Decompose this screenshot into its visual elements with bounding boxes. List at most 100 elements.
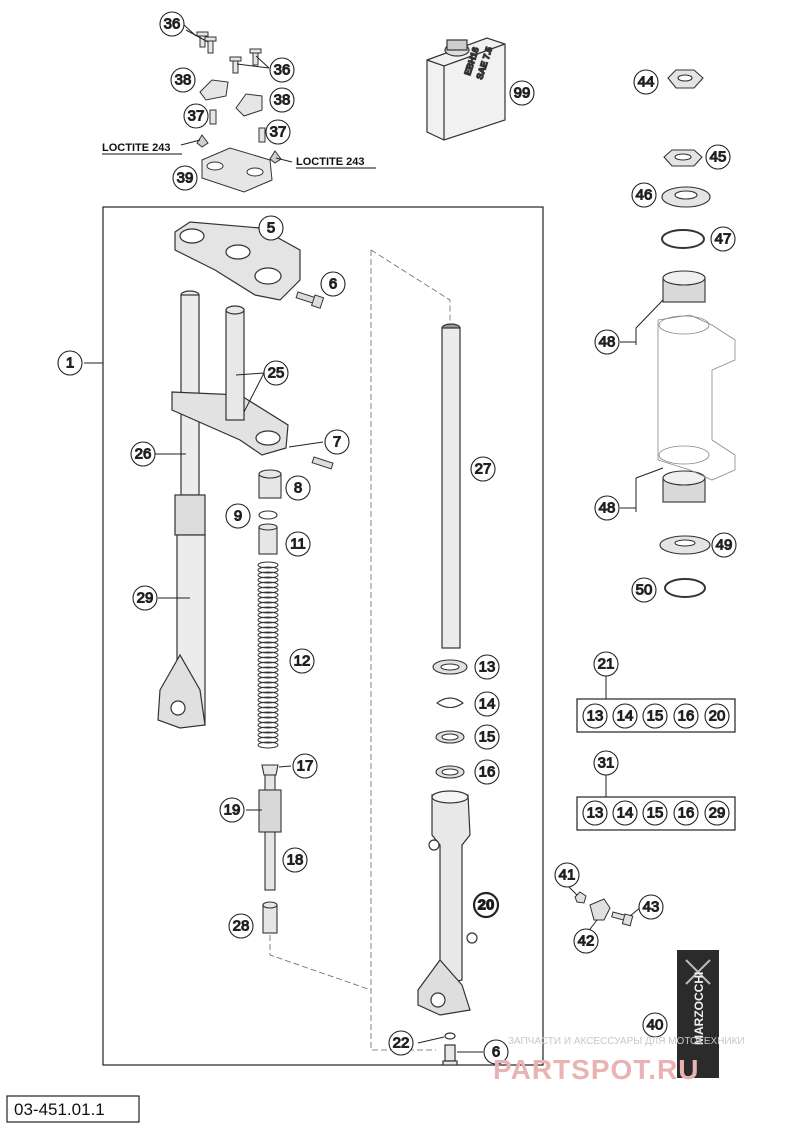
svg-text:31: 31: [598, 755, 615, 772]
svg-text:18: 18: [287, 852, 304, 869]
callout-44: 44: [633, 69, 659, 95]
steering-stem: [225, 305, 245, 421]
callout-50: 50: [631, 577, 657, 603]
cartridge-parts: [258, 469, 282, 555]
seal-stack: [432, 659, 468, 779]
svg-text:29: 29: [709, 805, 726, 822]
upper-triple-clamp: [174, 221, 301, 301]
svg-text:26: 26: [135, 446, 152, 463]
callouts: 1 5 6 6 7 8 9 11 12 13 14 15 16 17 18 19…: [57, 11, 737, 1065]
callout-48-a: 48: [594, 329, 620, 355]
callout-46: 46: [631, 182, 657, 208]
kit-21-item-2: 14: [612, 703, 638, 729]
bolt-6-top: [295, 291, 325, 309]
svg-text:1: 1: [66, 355, 74, 372]
svg-text:16: 16: [678, 805, 695, 822]
watermark-top: ЗАПЧАСТИ И АКСЕССУАРЫ ДЛЯ МОТОТЕХНИКИ: [508, 1036, 745, 1047]
callout-14: 14: [474, 691, 500, 717]
callout-45: 45: [705, 144, 731, 170]
svg-text:6: 6: [492, 1044, 500, 1061]
callout-17: 17: [292, 753, 318, 779]
svg-text:41: 41: [559, 867, 576, 884]
callout-38-b: 38: [269, 87, 295, 113]
callout-42: 42: [573, 928, 599, 954]
svg-text:9: 9: [234, 508, 242, 525]
svg-text:17: 17: [297, 758, 314, 775]
callout-38-a: 38: [170, 67, 196, 93]
kit-31-item-1: 13: [582, 800, 608, 826]
svg-text:27: 27: [475, 461, 492, 478]
callout-99: 99: [509, 80, 535, 106]
svg-text:20: 20: [709, 708, 726, 725]
svg-text:16: 16: [678, 708, 695, 725]
svg-text:44: 44: [638, 74, 655, 91]
oil-can: EBH16 SAE 7.5: [426, 37, 506, 141]
svg-text:8: 8: [294, 480, 302, 497]
svg-text:15: 15: [647, 805, 664, 822]
svg-text:25: 25: [268, 365, 285, 382]
callout-36-b: 36: [269, 57, 295, 83]
kit-31-item-5: 29: [704, 800, 730, 826]
svg-text:13: 13: [479, 659, 496, 676]
svg-text:14: 14: [617, 805, 634, 822]
leader-lines: [155, 372, 483, 1053]
svg-text:14: 14: [617, 708, 634, 725]
svg-text:28: 28: [233, 918, 250, 935]
head-tube-outline: [657, 314, 736, 481]
callout-40: 40: [642, 1012, 668, 1038]
clamp-39: [201, 147, 273, 193]
marzocchi-logo: MARZOCCHI: [677, 950, 719, 1078]
kit-31-item-3: 15: [642, 800, 668, 826]
callout-48-b: 48: [594, 495, 620, 521]
steering-bearing-parts: [659, 69, 711, 598]
kit-31-box: [576, 796, 736, 831]
svg-text:47: 47: [715, 231, 732, 248]
watermark-big: PARTSPOT.RU: [493, 1054, 700, 1085]
svg-text:36: 36: [274, 62, 291, 79]
svg-text:22: 22: [393, 1035, 410, 1052]
kit-21-item-5: 20: [704, 703, 730, 729]
kit-21-item-4: 16: [673, 703, 699, 729]
svg-text:48: 48: [599, 500, 616, 517]
svg-text:20: 20: [478, 897, 495, 914]
clip-parts: [574, 891, 634, 927]
svg-text:7: 7: [333, 434, 341, 451]
kit-21-item-3: 15: [642, 703, 668, 729]
callout-8: 8: [285, 475, 311, 501]
callout-41: 41: [554, 862, 580, 888]
screw-36-d: [249, 48, 262, 66]
svg-text:19: 19: [224, 802, 241, 819]
svg-text:39: 39: [177, 170, 194, 187]
damper-rod: [258, 764, 282, 934]
svg-text:6: 6: [329, 276, 337, 293]
clamp-38-a: [199, 79, 229, 101]
lower-triple-clamp: [171, 391, 289, 456]
fork-tube-right: [441, 323, 461, 649]
svg-text:13: 13: [587, 708, 604, 725]
callout-25: 25: [263, 360, 289, 386]
fork-tube-left: [157, 290, 206, 729]
svg-text:5: 5: [267, 220, 275, 237]
outer-tube-20: [417, 790, 478, 1066]
screw-36-c: [229, 56, 242, 74]
callout-6-bottom: 6: [483, 1039, 509, 1065]
assembly-frame: [102, 206, 544, 1066]
callout-36-a: 36: [159, 11, 185, 37]
callout-18: 18: [282, 847, 308, 873]
callout-5: 5: [258, 215, 284, 241]
kit-31-item-2: 14: [612, 800, 638, 826]
svg-text:49: 49: [716, 537, 733, 554]
svg-text:40: 40: [647, 1017, 664, 1034]
callout-6-top: 6: [320, 271, 346, 297]
doc-number-box: [6, 1095, 140, 1123]
svg-text:50: 50: [636, 582, 653, 599]
svg-text:15: 15: [479, 729, 496, 746]
callout-26: 26: [130, 441, 156, 467]
callout-28: 28: [228, 913, 254, 939]
callout-7: 7: [324, 429, 350, 455]
callout-20: 20: [472, 891, 500, 919]
callout-37-a: 37: [183, 103, 209, 129]
svg-text:37: 37: [270, 124, 287, 141]
svg-text:29: 29: [137, 590, 154, 607]
